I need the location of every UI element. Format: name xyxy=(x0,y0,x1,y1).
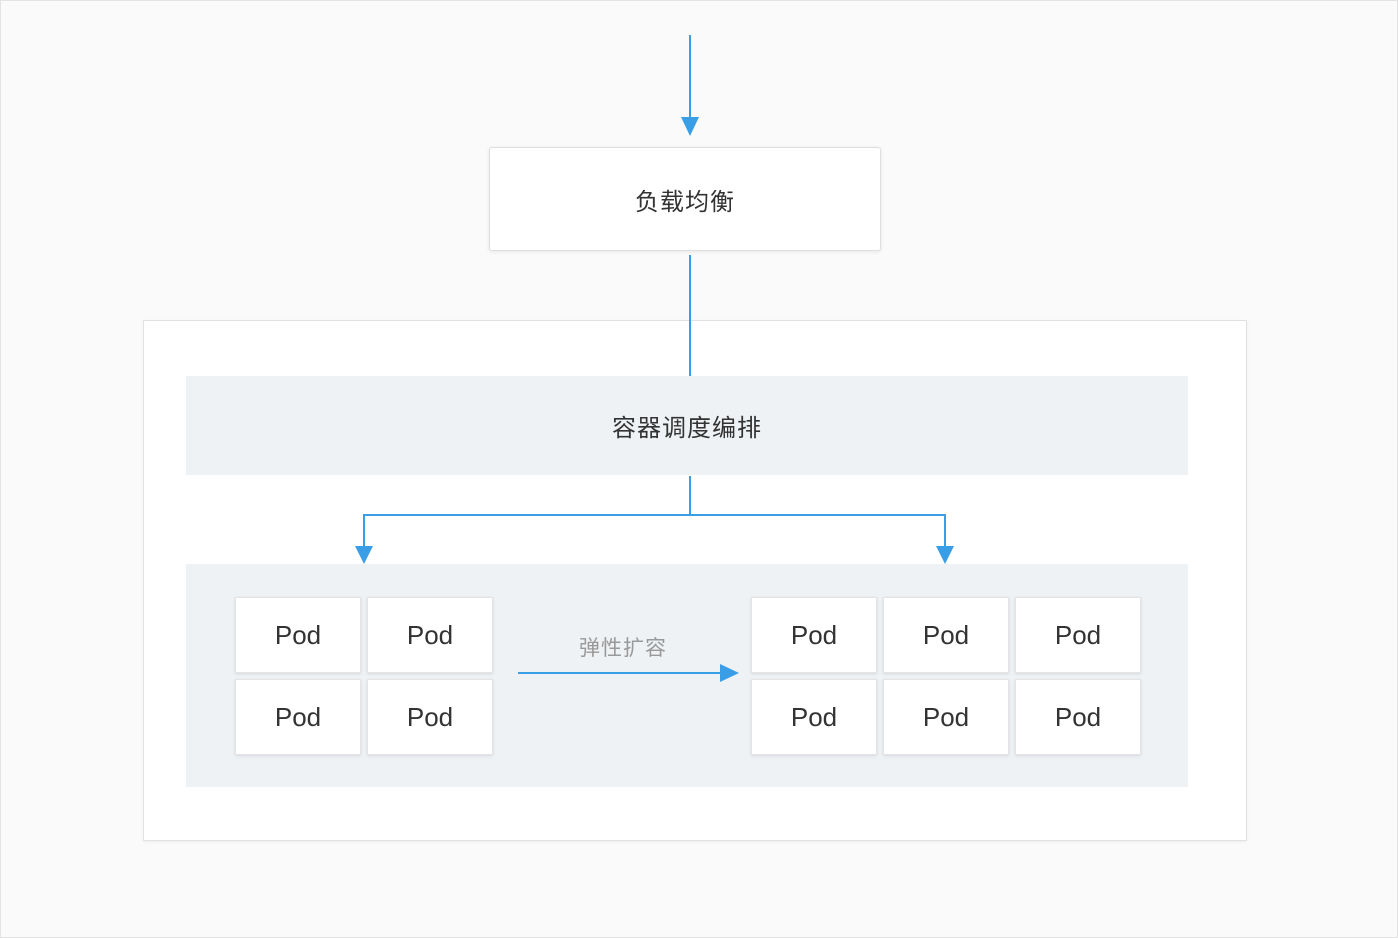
load-balancer-node: 负载均衡 xyxy=(489,147,881,251)
pod-after-4: Pod xyxy=(751,679,877,755)
pod-before-3: Pod xyxy=(235,679,361,755)
pod-after-2: Pod xyxy=(883,597,1009,673)
pod-after-5: Pod xyxy=(883,679,1009,755)
pod-after-3: Pod xyxy=(1015,597,1141,673)
pod-before-2: Pod xyxy=(367,597,493,673)
orchestration-label: 容器调度编排 xyxy=(612,414,762,442)
pod-before-1: Pod xyxy=(235,597,361,673)
pod-before-4: Pod xyxy=(367,679,493,755)
pod-after-1: Pod xyxy=(751,597,877,673)
pod-after-6: Pod xyxy=(1015,679,1141,755)
load-balancer-label: 负载均衡 xyxy=(635,187,735,216)
orchestration-node: 容器调度编排 xyxy=(186,376,1188,475)
scale-label: 弹性扩容 xyxy=(579,636,667,660)
